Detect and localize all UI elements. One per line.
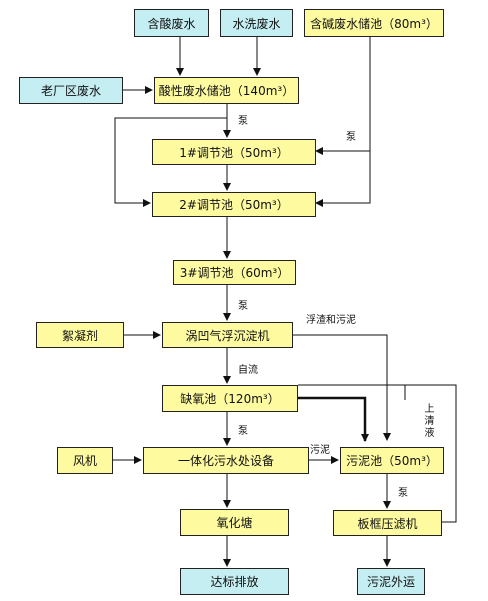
supernatant-line	[298, 384, 457, 523]
sludge-label: 污泥	[310, 445, 330, 456]
alkali-tank-box: 含碱废水储池（80m³）	[304, 9, 444, 37]
regulating-pool-2-box: 2#调节池（50m³）	[152, 192, 316, 217]
pump-label-alkali: 泵	[346, 132, 356, 143]
anoxic-pool-box: 缺氧池（120m³）	[162, 385, 298, 412]
acid-wastewater-box: 含酸废水	[134, 9, 209, 37]
regulating-pool-1-box: 1#调节池（50m³）	[152, 139, 316, 165]
bypass-line	[114, 117, 227, 207]
pump-label-1: 泵	[238, 116, 248, 127]
oxidation-pond-box: 氧化塘	[180, 509, 289, 536]
sludge-pool-box: 污泥池（50m³）	[340, 447, 444, 474]
alkali-line	[315, 37, 371, 207]
pump-label-3: 泵	[238, 301, 248, 312]
pump-label-sludge: 泵	[398, 488, 408, 499]
cavitation-flotation-box: 涡凹气浮沉淀机	[162, 322, 293, 348]
integrated-equipment-box: 一体化污水处设备	[143, 447, 309, 474]
anoxic-to-sludge-line	[298, 396, 369, 442]
acid-tank-box: 酸性废水储池（140m³）	[154, 77, 299, 104]
gravity-flow-label: 自流	[238, 365, 258, 376]
wash-wastewater-box: 水洗废水	[220, 9, 293, 37]
pump-label-4: 泵	[238, 426, 248, 437]
scum-sludge-label: 浮渣和污泥	[306, 315, 356, 326]
sludge-out-box: 污泥外运	[357, 568, 425, 595]
plate-filter-press-box: 板框压滤机	[333, 510, 442, 536]
old-plant-wastewater-box: 老厂区废水	[19, 77, 123, 104]
scum-line	[293, 334, 391, 441]
discharge-box: 达标排放	[180, 568, 289, 595]
blower-box: 风机	[57, 447, 113, 474]
supernatant-label: 上清液	[424, 404, 435, 439]
regulating-pool-3-box: 3#调节池（60m³）	[173, 260, 296, 285]
flocculant-box: 絮凝剂	[36, 322, 124, 348]
